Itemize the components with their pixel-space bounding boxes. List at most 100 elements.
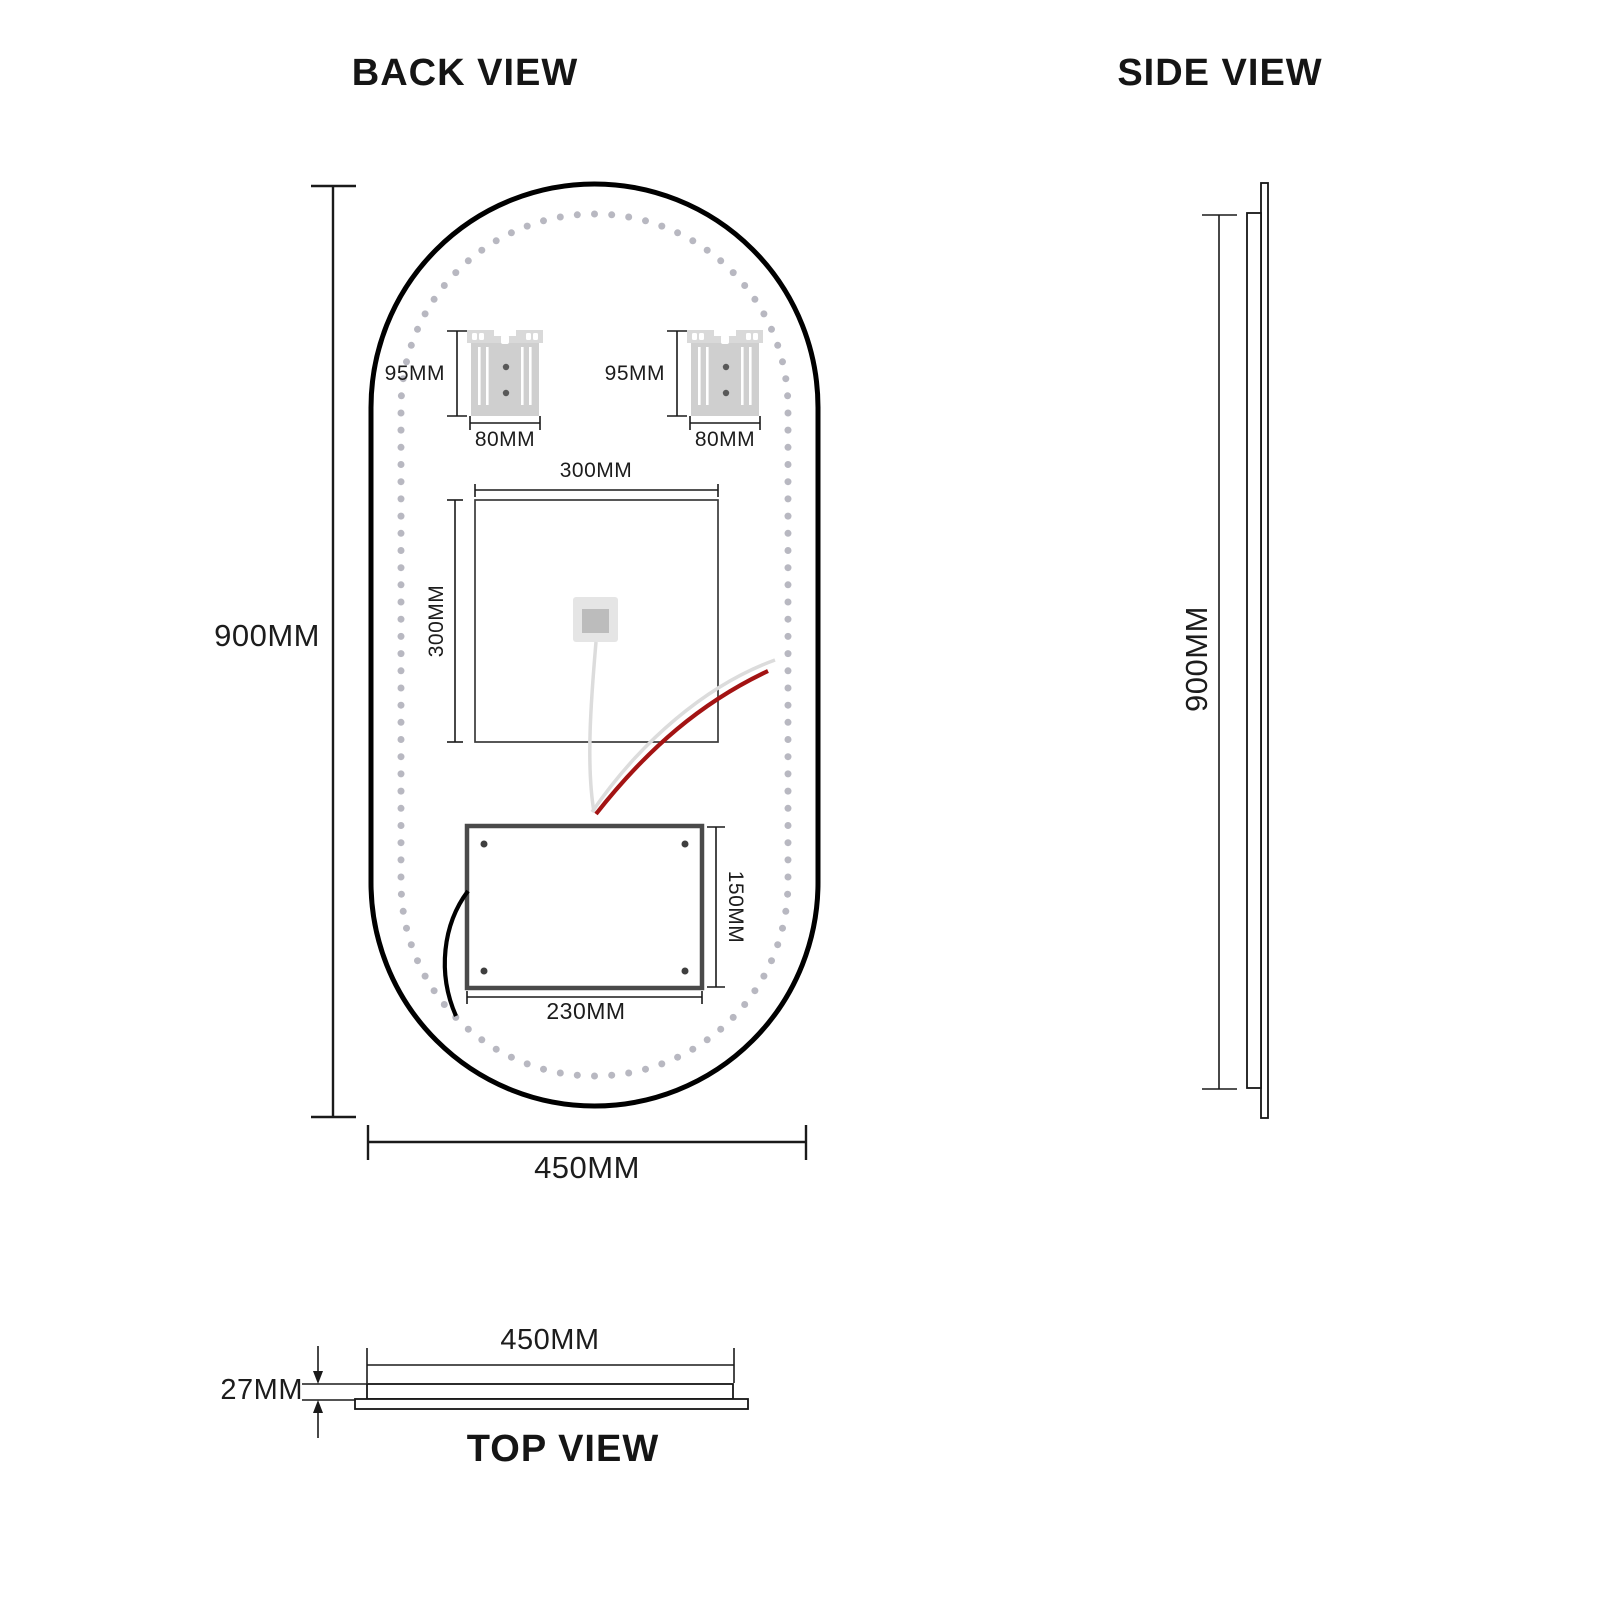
led-dot — [784, 461, 792, 468]
led-dot — [782, 375, 790, 383]
led-dot — [399, 375, 407, 383]
top-mirror-glass — [354, 1398, 749, 1410]
led-dot — [689, 1045, 697, 1053]
led-dot — [397, 409, 405, 417]
led-dot — [464, 257, 472, 265]
led-dot — [784, 581, 792, 589]
led-dot — [784, 564, 792, 572]
led-dot — [397, 443, 405, 451]
led-dot — [689, 237, 697, 245]
led-dot — [397, 787, 405, 795]
bracket-left-height-dimension — [447, 330, 467, 417]
led-strip-dots — [397, 210, 792, 1080]
top-view-drawing — [302, 1346, 749, 1438]
led-dot — [784, 632, 792, 640]
led-dot — [478, 1036, 486, 1044]
led-dot — [784, 598, 792, 606]
led-dot — [784, 718, 792, 726]
back-width-label: 450MM — [534, 1150, 640, 1185]
side-height-label: 900MM — [1179, 606, 1214, 712]
led-dot — [658, 1060, 666, 1068]
led-dot — [414, 957, 421, 965]
led-dot — [397, 856, 405, 864]
led-dot — [784, 856, 792, 864]
led-dot — [397, 632, 405, 640]
led-dot — [556, 213, 564, 221]
back-height-dimension — [311, 184, 356, 1119]
screw-dot — [681, 967, 689, 975]
led-dot — [403, 924, 410, 932]
led-dot — [751, 987, 759, 995]
led-dot — [523, 1060, 531, 1068]
wire-gray — [590, 658, 776, 813]
top-width-label: 450MM — [500, 1324, 600, 1356]
screw-dot — [480, 967, 488, 975]
led-dot — [751, 295, 759, 303]
led-dot — [784, 684, 792, 692]
touch-sensor-pad — [573, 597, 618, 642]
led-dot — [779, 924, 786, 932]
led-dot — [760, 972, 768, 980]
led-dot — [784, 512, 792, 520]
led-dot — [774, 941, 782, 949]
side-height-dimension — [1202, 214, 1237, 1090]
sensor-square — [474, 499, 719, 743]
led-dot — [784, 426, 792, 434]
led-dot — [784, 667, 792, 675]
led-dot — [741, 282, 749, 289]
led-dot — [403, 358, 410, 366]
led-dot — [397, 718, 405, 726]
led-dot — [397, 804, 405, 812]
led-dot — [556, 1069, 564, 1077]
back-height-label: 900MM — [214, 618, 320, 653]
led-dot — [523, 222, 531, 230]
led-dot — [407, 341, 415, 349]
top-mirror-backing — [366, 1383, 734, 1400]
led-dot — [717, 257, 725, 265]
led-dot — [774, 341, 782, 349]
led-dot — [397, 547, 405, 554]
led-dot — [407, 941, 415, 949]
back-width-dimension — [366, 1125, 808, 1160]
side-mirror-backing — [1246, 212, 1262, 1089]
led-dot — [784, 753, 792, 761]
led-dot — [784, 839, 792, 847]
led-dot — [440, 1001, 448, 1008]
led-dot — [421, 972, 429, 980]
mounting-bracket-left — [467, 330, 543, 416]
led-dot — [729, 269, 737, 277]
led-dot — [397, 529, 405, 537]
back-view-drawing — [311, 181, 821, 1160]
led-dot — [397, 890, 405, 898]
led-dot — [397, 495, 405, 503]
back-view-title: BACK VIEW — [351, 52, 579, 94]
led-dot — [464, 1025, 472, 1033]
led-dot — [397, 581, 405, 589]
sensor-square-width-label: 300MM — [559, 459, 633, 482]
led-dot — [779, 358, 786, 366]
led-dot — [397, 753, 405, 761]
led-dot — [507, 1053, 515, 1061]
led-dot — [784, 495, 792, 503]
led-dot — [768, 325, 775, 333]
bracket-right-height-label: 95MM — [604, 362, 665, 385]
driver-box-width-label: 230MM — [546, 998, 626, 1024]
led-dot — [397, 684, 405, 692]
led-dot — [397, 512, 405, 520]
top-view-title: TOP VIEW — [466, 1428, 660, 1470]
thickness-label: 27MM — [220, 1374, 303, 1406]
led-dot — [478, 246, 486, 254]
bracket-right-width-dimension — [689, 416, 761, 430]
led-dot — [540, 217, 547, 225]
led-dot — [658, 222, 666, 230]
led-dot — [399, 907, 407, 915]
led-dot — [784, 443, 792, 451]
screw-dot — [480, 840, 488, 848]
led-dot — [717, 1025, 725, 1033]
led-dot — [674, 1053, 682, 1061]
led-dot — [397, 873, 405, 881]
led-dot — [397, 667, 405, 675]
wire-red — [594, 669, 769, 816]
